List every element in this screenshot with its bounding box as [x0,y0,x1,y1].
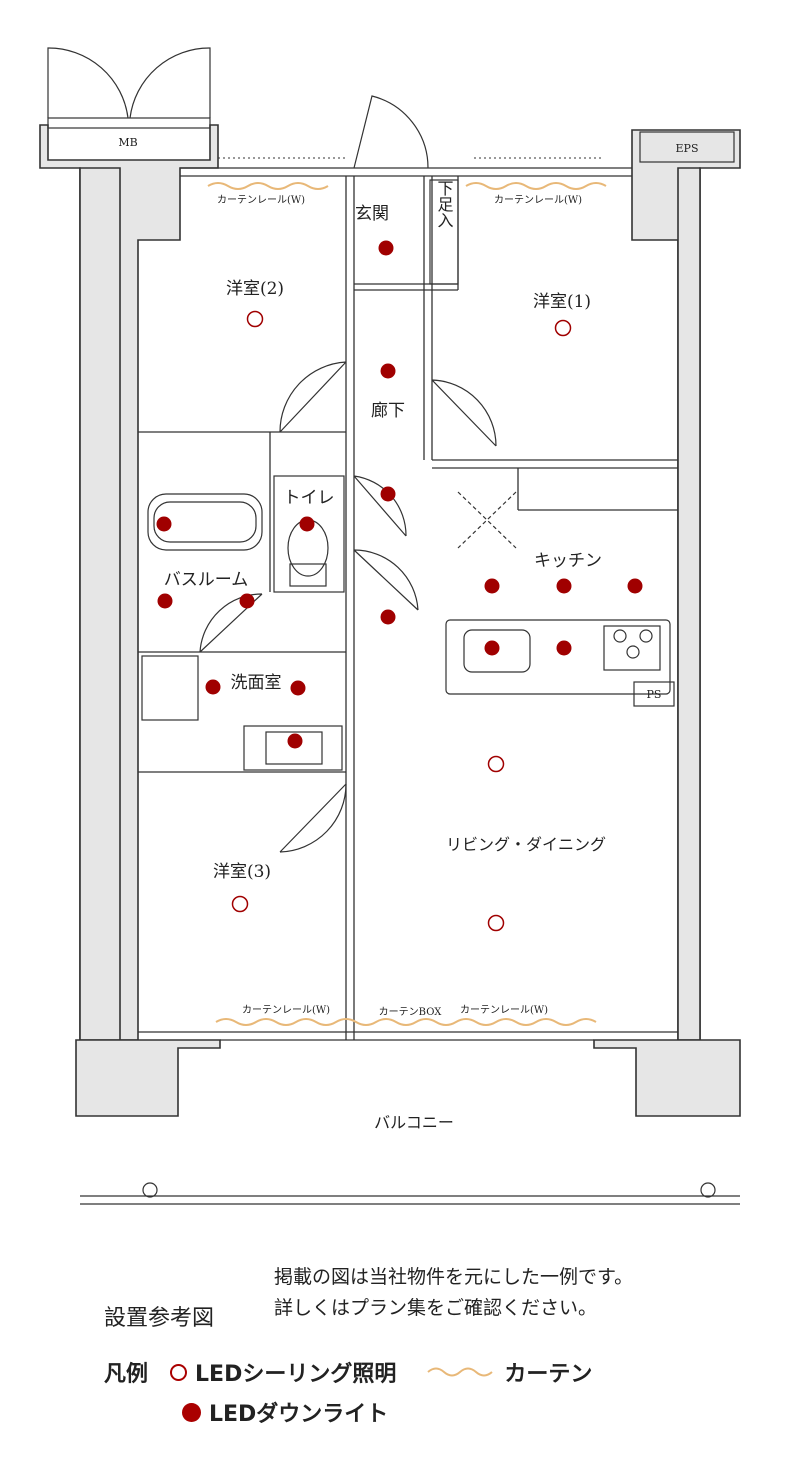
stove [603,625,661,671]
floor-plan: MB EPS 玄関 下足入 洋室(2) 洋室(1) 廊下 トイレ バスルーム キ… [39,47,741,1205]
caption-note-1: 掲載の図は当社物件を元にした一例です。 [274,1266,634,1288]
label-kitchen: キッチン [534,551,602,571]
curtain-label-bottom-right: カーテンレール(W) [460,1004,548,1016]
drain-left [142,1182,158,1198]
downlight-wash-1 [205,679,221,695]
toilet-booth [273,475,345,593]
kitchen-counter [445,619,671,695]
downlight-hall-1 [380,363,396,379]
right-outer-wall [677,167,701,1041]
label-toilet: トイレ [284,488,335,508]
ceiling-light-ld-2 [487,914,505,932]
left-outer-wall [79,167,121,1041]
toilet-door [353,475,407,537]
label-mb: MB [118,136,137,149]
curtain-bottom [215,1018,597,1026]
burner-3 [626,645,640,659]
drain-right [700,1182,716,1198]
label-balcony: バルコニー [374,1113,454,1132]
downlight-kitchen-5 [556,640,572,656]
label-hallway: 廊下 [371,401,405,421]
downlight-hall-3 [380,609,396,625]
ps-box [633,681,675,707]
kitchen-sink [463,629,531,673]
curtain-label-top-left: カーテンレール(W) [217,194,305,206]
legend-downlight: LEDダウンライト [209,1402,389,1427]
downlight-entrance [378,240,394,256]
top-left-door-frame [47,117,211,129]
shoe-storage-cabinet [429,179,459,285]
legend-row-2: LEDダウンライト [182,1396,388,1428]
storage-cross [457,491,517,549]
legend-curtain: カーテン [504,1362,593,1387]
bathtub-inner [153,501,257,543]
downlight-hall-2 [380,486,396,502]
ldk-door [353,549,419,611]
legend-ceiling-light: LEDシーリング照明 [195,1362,397,1387]
label-ps: PS [647,688,662,701]
label-entrance: 玄関 [355,204,389,224]
curtain-top-right [465,182,607,190]
balcony-right-pier [593,1039,741,1117]
vanity [243,725,343,771]
entrance-door [353,95,429,169]
downlight-bath-2 [157,593,173,609]
curtain-top-left [207,182,329,190]
downlight-bath-1 [156,516,172,532]
downlight-kitchen-3 [627,578,643,594]
downlight-toilet [299,516,315,532]
caption-notes: 掲載の図は当社物件を元にした一例です。 詳しくはプラン集をご確認ください。 [274,1262,633,1324]
label-living-dining: リビング・ダイニング [446,835,606,854]
toilet-tank [289,563,327,587]
downlight-symbol-icon [182,1402,201,1422]
downlight-wash-2 [290,680,306,696]
room3-door [279,783,347,853]
caption-title: 設置参考図 [104,1306,215,1331]
ceiling-light-room3 [231,895,249,913]
mb-double-door [47,47,211,119]
vanity-basin [265,731,323,765]
label-eps: EPS [676,142,699,155]
burner-2 [639,629,653,643]
legend-label: 凡例 [104,1361,149,1387]
curtain-symbol-icon [427,1367,493,1377]
eps-box [639,131,735,163]
bathtub [147,493,263,551]
legend-row-1: 凡例 LEDシーリング照明 カーテン [104,1356,592,1388]
washer-pan [141,655,199,721]
ceiling-light-room1 [554,319,572,337]
room1-door [431,379,497,447]
label-western-2: 洋室(2) [226,279,284,299]
ceiling-light-symbol-icon [170,1363,188,1381]
burner-1 [613,629,627,643]
curtain-label-bottom-box: カーテンBOX [379,1006,443,1018]
caption-note-2: 詳しくはプラン集をご確認ください。 [274,1297,598,1319]
downlight-kitchen-2 [556,578,572,594]
ceiling-light-room2 [246,310,264,328]
downlight-kitchen-1 [484,578,500,594]
label-bathroom: バスルーム [164,570,249,590]
curtain-label-top-right: カーテンレール(W) [494,194,582,206]
downlight-bath-3 [239,593,255,609]
curtain-label-bottom-left: カーテンレール(W) [242,1004,330,1016]
downlight-kitchen-4 [484,640,500,656]
downlight-vanity [287,733,303,749]
label-washroom: 洗面室 [231,673,282,693]
balcony-left-pier [75,1039,221,1117]
label-western-3: 洋室(3) [213,862,271,882]
ceiling-light-ld-1 [487,755,505,773]
label-western-1: 洋室(1) [533,292,591,312]
label-shoe-storage: 下足入 [435,180,454,228]
room2-door [279,361,347,433]
